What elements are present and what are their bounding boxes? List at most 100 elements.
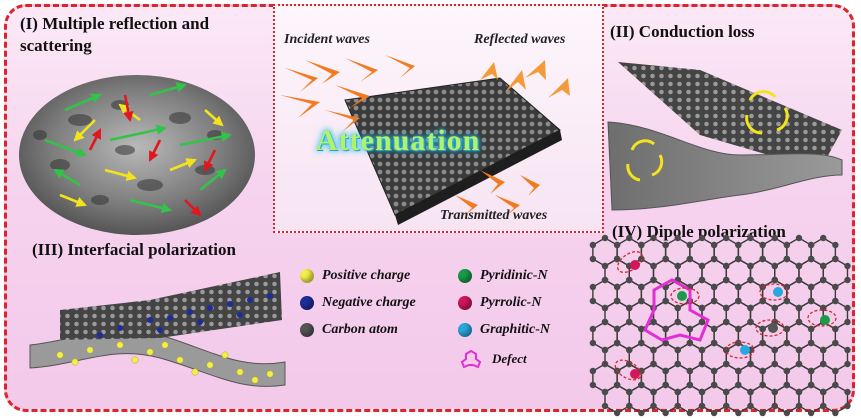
carbon-atom	[613, 381, 621, 389]
legend-label: Pyrrolic-N	[480, 295, 542, 310]
carbon-atom	[844, 262, 851, 270]
carbon-atom	[613, 409, 621, 417]
carbon-atom	[601, 388, 609, 396]
carbon-atom	[759, 367, 766, 375]
carbon-atom	[589, 241, 597, 249]
carbon-atom	[759, 381, 766, 389]
carbon-atom	[601, 318, 609, 326]
carbon-atom	[601, 304, 609, 312]
carbon-atom	[710, 283, 718, 291]
carbon-atom	[735, 283, 742, 291]
carbon-atom	[698, 304, 706, 312]
carbon-atom	[650, 346, 657, 354]
carbon-atom	[759, 297, 766, 305]
carbon-atom	[626, 402, 633, 410]
carbon-atom	[783, 255, 791, 263]
carbon-atom	[638, 339, 645, 347]
carbon-atom	[601, 262, 609, 270]
positive-charge-icon	[300, 269, 314, 283]
carbon-atom	[723, 234, 730, 242]
carbon-atom	[747, 360, 754, 368]
carbon-atom	[601, 234, 609, 242]
carbon-atom	[783, 339, 791, 347]
carbon-atom	[832, 297, 839, 305]
carbon-atom	[807, 339, 815, 347]
carbon-atom	[698, 346, 706, 354]
incident-waves-label: Incident waves	[284, 32, 370, 47]
carbon-ring	[749, 384, 776, 414]
carbon-atom	[747, 234, 754, 242]
carbon-atom	[783, 367, 791, 375]
carbon-atom	[601, 346, 609, 354]
carbon-atom	[662, 297, 669, 305]
carbon-ring	[701, 384, 727, 414]
carbon-atom	[686, 255, 694, 263]
carbon-atom	[771, 304, 778, 312]
carbon-atom	[832, 339, 839, 347]
carbon-atom	[759, 255, 766, 263]
carbon-atom	[662, 241, 669, 249]
carbon-atom	[674, 234, 681, 242]
carbon-atom	[723, 388, 730, 396]
carbon-atom	[844, 346, 851, 354]
carbon-atom	[747, 304, 754, 312]
carbon-atom	[771, 262, 778, 270]
carbon-atom	[759, 339, 766, 347]
carbon-atom	[638, 283, 645, 291]
carbon-atom	[662, 409, 669, 417]
reflected-waves-label: Reflected waves	[474, 32, 566, 47]
carbon-atom	[795, 234, 803, 242]
carbon-atom	[638, 409, 645, 417]
carbon-atom	[613, 325, 621, 333]
carbon-atom	[832, 283, 839, 291]
carbon-atom	[747, 318, 754, 326]
panel-2-title: (II) Conduction loss	[610, 22, 755, 41]
carbon-atom	[844, 276, 851, 284]
carbon-atom	[795, 318, 803, 326]
carbon-atom	[844, 360, 851, 368]
carbon-atom	[723, 276, 730, 284]
carbon-atom	[674, 388, 681, 396]
carbon-atom	[698, 388, 706, 396]
carbon-atom	[710, 325, 718, 333]
carbon-atom	[686, 409, 694, 417]
carbon-atom	[807, 255, 815, 263]
carbon-atom	[674, 318, 681, 326]
panel-1-title-line-1: (I) Multiple reflection and	[20, 14, 210, 33]
carbon-atom	[723, 360, 730, 368]
carbon-ring	[774, 384, 800, 414]
carbon-atom	[589, 297, 597, 305]
carbon-atom	[686, 325, 694, 333]
carbon-atom	[747, 402, 754, 410]
carbon-atom	[662, 367, 669, 375]
carbon-atom	[795, 346, 803, 354]
carbon-atom	[698, 402, 706, 410]
carbon-ring	[628, 384, 655, 414]
carbon-atom	[735, 241, 742, 249]
carbon-atom	[735, 339, 742, 347]
carbon-atom	[589, 283, 597, 291]
carbon-atom	[747, 388, 754, 396]
carbon-atom	[735, 381, 742, 389]
carbon-atom	[807, 381, 815, 389]
carbon-atom	[795, 276, 803, 284]
carbon-ring	[725, 384, 752, 414]
carbon-atom	[771, 388, 778, 396]
carbon-atom	[613, 283, 621, 291]
carbon-atom	[650, 388, 657, 396]
carbon-atom	[735, 255, 742, 263]
carbon-atom	[686, 339, 694, 347]
legend-positive-charge: Positive charge	[300, 268, 410, 284]
carbon-atom	[650, 234, 657, 242]
carbon-atom	[832, 241, 839, 249]
carbon-atom	[771, 346, 778, 354]
carbon-atom	[589, 255, 597, 263]
carbon-atom	[710, 255, 718, 263]
carbon-ring	[652, 384, 679, 414]
carbon-atom	[795, 304, 803, 312]
carbon-atom-icon	[300, 323, 314, 337]
